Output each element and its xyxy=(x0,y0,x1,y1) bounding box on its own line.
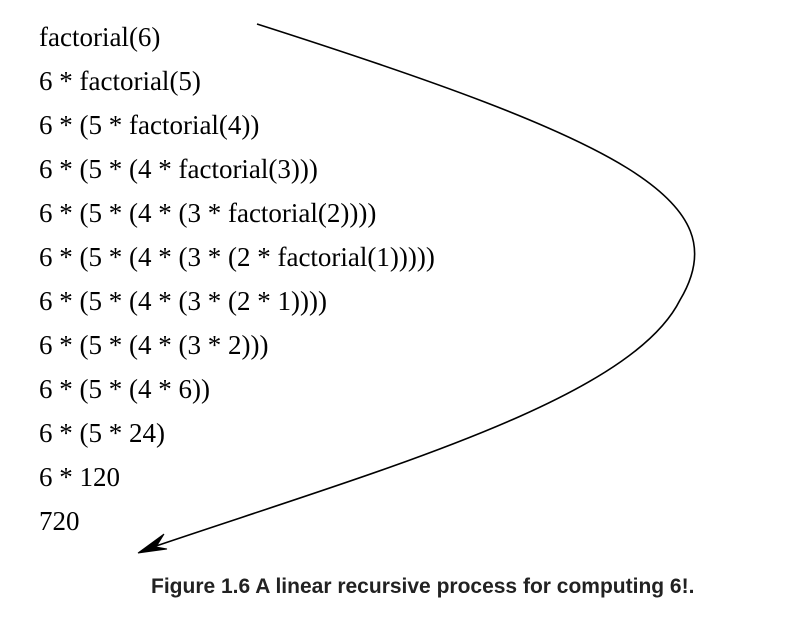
expansion-line: 720 xyxy=(39,506,80,536)
expansion-line: 6 * 120 xyxy=(39,462,120,492)
expansion-line: 6 * factorial(5) xyxy=(39,66,201,96)
expansion-line: 6 * (5 * (4 * factorial(3))) xyxy=(39,154,318,184)
expansion-line: factorial(6) xyxy=(39,22,161,52)
expansion-line: 6 * (5 * (4 * (3 * (2 * 1)))) xyxy=(39,286,327,316)
figure-caption: Figure 1.6 A linear recursive process fo… xyxy=(151,575,695,598)
arrowhead-icon xyxy=(137,533,168,554)
expansion-line: 6 * (5 * (4 * (3 * (2 * factorial(1))))) xyxy=(39,242,435,272)
expansion-line: 6 * (5 * (4 * 6)) xyxy=(39,374,210,404)
expansion-line: 6 * (5 * 24) xyxy=(39,418,165,448)
process-curve xyxy=(149,23,696,549)
expansion-lines: factorial(6) 6 * factorial(5) 6 * (5 * f… xyxy=(39,15,435,543)
expansion-line: 6 * (5 * (4 * (3 * factorial(2)))) xyxy=(39,198,377,228)
expansion-line: 6 * (5 * factorial(4)) xyxy=(39,110,260,140)
expansion-line: 6 * (5 * (4 * (3 * 2))) xyxy=(39,330,269,360)
